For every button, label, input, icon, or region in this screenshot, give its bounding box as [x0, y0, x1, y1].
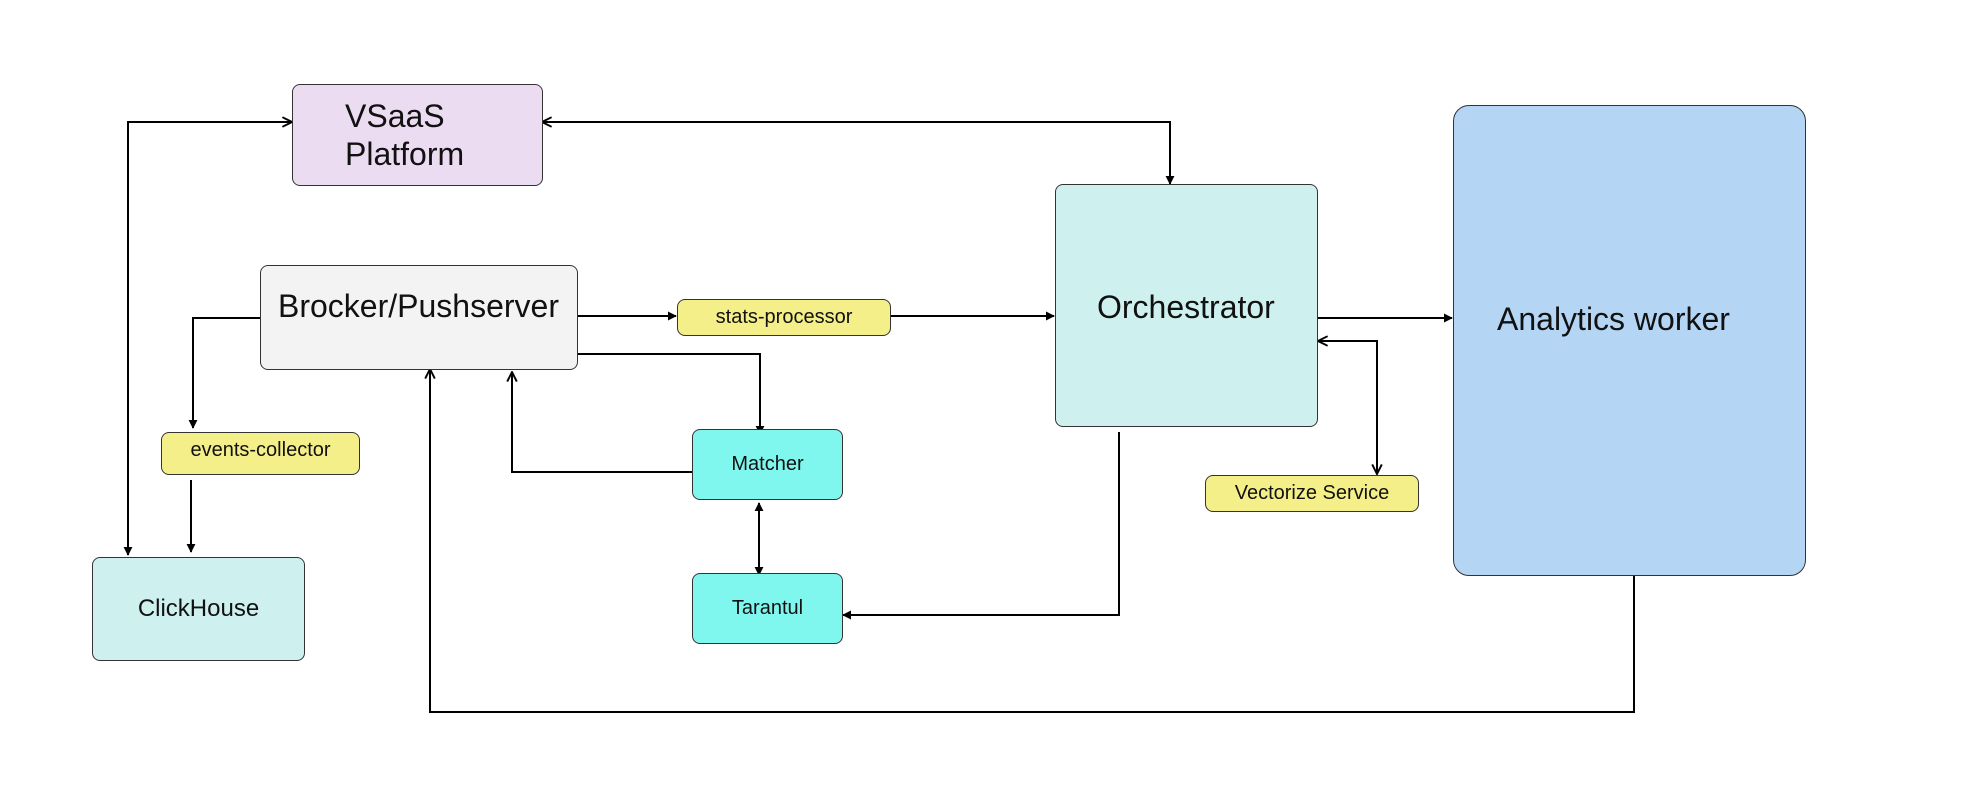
tarantul-node: Tarantul [692, 573, 843, 644]
analytics-worker-node: Analytics worker [1453, 105, 1806, 576]
vsaas-platform-node: VSaaS Platform [292, 84, 543, 186]
matcher-node: Matcher [692, 429, 843, 500]
tarantul-label: Tarantul [731, 597, 804, 619]
clickhouse-label: ClickHouse [137, 595, 260, 622]
vectorize-service-label: Vectorize Service [1234, 482, 1390, 504]
vsaas-label-line1: VSaaS [345, 98, 445, 134]
broker-pushserver-label: Brocker/Pushserver [278, 288, 559, 324]
stats-processor-label: stats-processor [715, 306, 853, 328]
edge-matcher-broker [512, 372, 692, 473]
edge-vsaas-orchestrator [542, 122, 1170, 184]
orchestrator-node: Orchestrator [1055, 184, 1318, 427]
matcher-label: Matcher [731, 453, 804, 475]
events-collector-label: events-collector [190, 439, 331, 461]
clickhouse-node: ClickHouse [92, 557, 305, 661]
broker-pushserver-node: Brocker/Pushserver [260, 265, 578, 370]
edge-vsaas-clickhouse [128, 122, 292, 555]
events-collector-node: events-collector [161, 432, 360, 475]
vsaas-label-line2: Platform [345, 136, 465, 172]
edge-broker-matcher [578, 353, 765, 435]
vsaas-platform-label: VSaaS Platform [345, 97, 464, 173]
edge-analytics-broker [430, 369, 1635, 713]
edge-orchestrator-tarantul [842, 432, 1120, 620]
vectorize-service-node: Vectorize Service [1205, 475, 1419, 512]
edge-orchestrator-vectorize [1318, 341, 1377, 474]
analytics-worker-label: Analytics worker [1497, 301, 1730, 337]
orchestrator-label: Orchestrator [1097, 289, 1275, 325]
edge-broker-events [188, 317, 260, 429]
stats-processor-node: stats-processor [677, 299, 891, 336]
